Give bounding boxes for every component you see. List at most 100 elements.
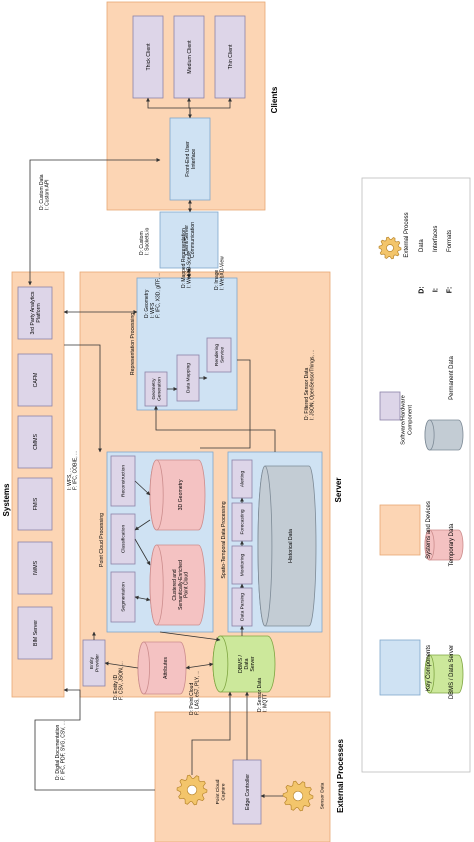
annot-geometry-line: F: IFC, X3D, glTF, ... [156,272,162,318]
server-title-line: Server [334,478,343,503]
attributes-label-line: Attributes [163,657,169,679]
spatio-step-label-0-line: Alerting [240,471,246,488]
data-mapping-label: Data Mapping [186,363,192,393]
sensor-data-label: Sensor Data [320,782,326,809]
edge-controller-label: Edge Controller [245,774,251,810]
legend-systems-swatch [379,504,421,556]
dbms-label-line: Data [244,658,250,669]
systems-title: Systems [2,483,11,516]
legend-abbr-key-0-line: D: [418,286,425,293]
sensor-data-label-line: Sensor Data [320,782,326,809]
system-box-0 [17,286,53,340]
spatio-temporal-title: Spatio-Temporal Data Processing [221,501,227,578]
server-title: Server [334,478,343,503]
spatio-step-label-2-line: Monitoring [240,553,246,576]
geometry-3d-label: 3D Geometry [178,479,184,510]
client-label-0: Thick Client [146,43,152,71]
system-box-5 [17,606,53,660]
legend-dbms-label-line: DBMS / Data Server [449,645,455,699]
legend-abbr-val-0: Data [419,239,425,252]
frontend-ui-box [169,117,211,201]
geometry-generation-label-line: Generation [156,377,162,401]
annot-entity-id-line: F: CSV, JSON, ... [119,661,125,700]
annot-image-line: D: Image [214,269,220,290]
system-label-0-line: Platform [36,303,42,322]
legend-dbms-label: DBMS / Data Server [449,645,455,699]
system-label-4-line: IWMS [33,560,39,575]
annot-filtered-sensor-line: D: Filtered Sensor Data [304,368,310,420]
entity-provider-label-line: Provider [94,654,100,672]
rendering-service-label-line: Rendering [214,344,220,366]
system-box-1 [17,353,53,407]
client-server-comm-label-line: Client/Server [184,225,190,255]
legend-software-swatch [379,391,401,421]
system-label-2: CMMS [33,434,39,450]
reconstruction-label-line: Reconstruction [121,465,127,497]
edge-controller-box [232,759,262,825]
annot-custom-data-line: I: Custom API [45,179,51,210]
legend-temp-label: Temporary Data [449,523,455,566]
system-label-5-line: BIM Server [33,620,39,646]
legend-systems-label-line: Systems and Devices [426,501,432,559]
geometry-3d-cylinder-cap [149,459,164,531]
legend-abbr-key-2: F: [446,287,453,294]
geometry-3d-label-line: 3D Geometry [178,479,184,510]
annot-digital-doc-line: F: IFC, PDF, SVG, CSV, ... [61,721,67,780]
custom-api-link [28,158,161,286]
client-label-1: Medium Client [187,40,193,74]
historical-data-label: Historical Data [288,529,294,563]
clustered-label-line: Clustered and [172,569,178,600]
dbms-label-line: Server [250,656,256,672]
system-box-4 [17,541,53,595]
classification-label-line: Classification [121,525,127,554]
system-label-2-line: CMMS [33,434,39,450]
legend-abbr-val-2: Formats [447,230,453,252]
system-box-3 [17,477,53,531]
client-label-2-line: Thin Client [228,44,234,69]
sensor-data-gear-hub [292,790,304,802]
system-label-5: BIM Server [33,620,39,646]
legend-abbr-val-0-line: Data [419,239,425,252]
legend-dbms-cylinder-cap [424,654,435,694]
geo-gen-link [154,405,276,452]
legend-perm-label-line: Permanent Data [449,355,455,399]
clustered-label-line: Point Cloud [184,572,190,598]
legend-abbr-key-0: D: [418,286,425,293]
geometry-generation-label-line: Geometry [151,378,157,400]
representation-processing-title-line: Representation Processing [130,313,136,375]
point-cloud-capture-label-line: Point Cloud [215,779,221,804]
spatio-step-label-0: Alerting [240,471,246,488]
annot-entity-id-line: D: Entity ID [113,674,119,700]
legend-abbr-val-1-line: Interfaces [433,226,439,252]
client-box-0 [132,15,164,99]
annot-point-cloud-line: D: Point Cloud [189,683,195,715]
spatio-temporal-title-line: Spatio-Temporal Data Processing [221,501,227,578]
reconstruction-label: Reconstruction [121,465,127,497]
point-cloud-link [191,691,232,775]
systems-title-line: Systems [2,483,11,516]
annot-wfs: I: WFS, ...F: IFC, COBIE, ... [67,451,79,490]
clients-title: Clients [270,86,279,113]
point-cloud-capture-gear-hub [186,784,198,796]
clustered-cylinder-cap [149,544,164,626]
digital-doc-link [34,688,155,791]
historical-data-cylinder [257,465,317,627]
spatio-step-label-2: Monitoring [240,553,246,576]
legend-abbr-key-1: I: [432,288,439,292]
annot-mapped-line: D: Mapped Representation [181,228,187,288]
annot-sensor-data-line: I: MQTT [263,694,269,712]
legend-external-label-line: External Process [404,212,410,257]
